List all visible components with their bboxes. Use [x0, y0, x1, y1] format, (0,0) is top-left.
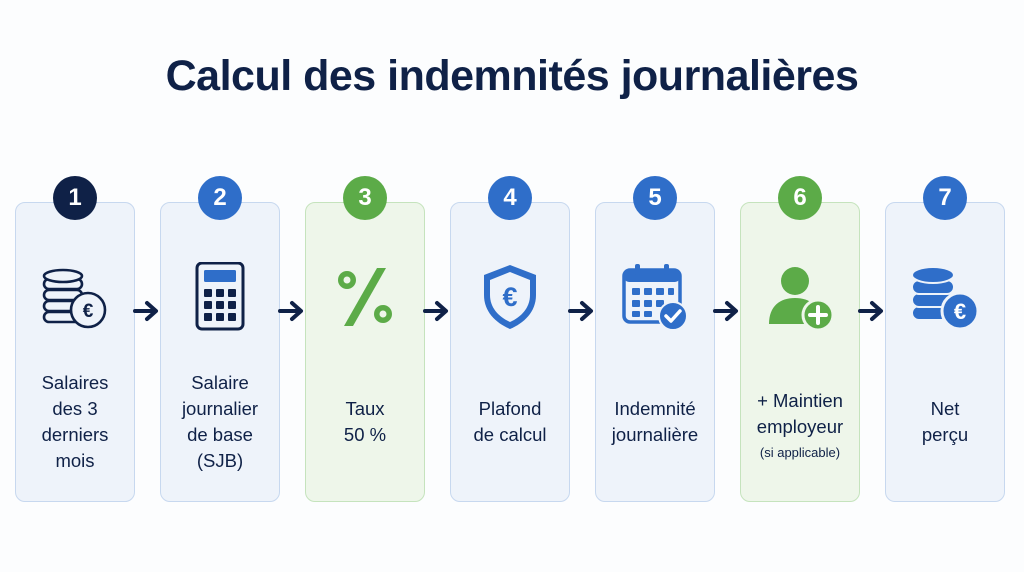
arrow-right-icon — [568, 299, 596, 323]
percent-icon — [330, 262, 400, 332]
step-label: Indemnité journalière — [611, 398, 699, 445]
step-number-badge: 1 — [53, 176, 97, 220]
step-card — [15, 202, 135, 502]
step-label: Net perçu — [921, 398, 969, 445]
arrow-right-icon — [278, 299, 306, 323]
coins-euro-icon: € — [40, 262, 110, 332]
database-euro-icon: € — [910, 262, 980, 332]
step-card — [595, 202, 715, 502]
step-label: Plafond de calcul — [473, 398, 547, 445]
step-3: 3 Taux 50 % — [305, 176, 425, 502]
step-label: + Maintien employeur (si applicable) — [744, 388, 856, 466]
step-card — [160, 202, 280, 502]
step-number-badge: 2 — [198, 176, 242, 220]
arrow-right-icon — [858, 299, 886, 323]
step-label: Taux 50 % — [343, 398, 387, 445]
step-label: Salaire journalier de base (SJB) — [181, 372, 259, 471]
arrow-right-icon — [133, 299, 161, 323]
page-title: Calcul des indemnités journalières — [165, 52, 859, 100]
user-plus-icon — [765, 262, 835, 332]
step-2: 2 Salaire journalier de base (SJB) — [160, 176, 280, 502]
svg-text:€: € — [954, 299, 966, 324]
step-number-badge: 3 — [343, 176, 387, 220]
calculator-icon — [185, 262, 255, 332]
svg-text:€: € — [83, 301, 94, 322]
step-number-badge: 7 — [923, 176, 967, 220]
arrow-right-icon — [713, 299, 741, 323]
step-5: 5 Indemnité journalière — [595, 176, 715, 502]
step-7: 7 € Net perçu — [885, 176, 1005, 502]
shield-euro-icon: € — [475, 262, 545, 332]
step-number-badge: 4 — [488, 176, 532, 220]
step-number-badge: 5 — [633, 176, 677, 220]
arrow-right-icon — [423, 299, 451, 323]
step-6: 6 + Maintien employeur (si applicable) — [740, 176, 860, 502]
svg-text:€: € — [502, 282, 517, 312]
step-card — [450, 202, 570, 502]
step-card — [885, 202, 1005, 502]
step-card — [305, 202, 425, 502]
calendar-check-icon — [620, 262, 690, 332]
step-4: 4 € Plafond de calcul — [450, 176, 570, 502]
step-1: 1 € Salaires des 3 derniers mois — [15, 176, 135, 502]
step-number-badge: 6 — [778, 176, 822, 220]
step-label: Salaires des 3 derniers mois — [41, 372, 109, 471]
step-note: (si applicable) — [759, 445, 841, 460]
